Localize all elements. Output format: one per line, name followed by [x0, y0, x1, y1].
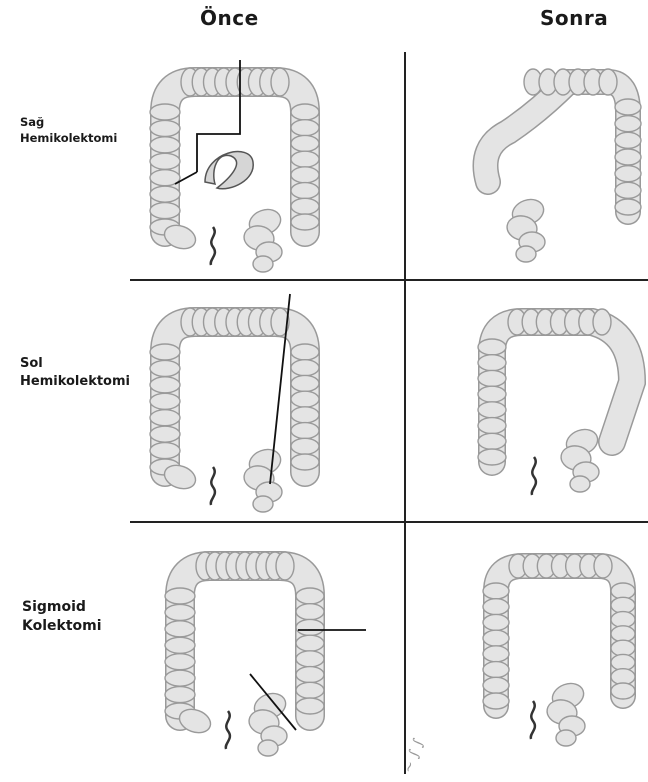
colon-illustration-before-right-hemicolectomy	[135, 52, 375, 262]
grid-divider-vertical	[404, 52, 406, 774]
colon-before-full	[150, 308, 319, 512]
colon-illustration-before-left-hemicolectomy	[135, 292, 375, 502]
grid-divider-horizontal	[130, 521, 648, 523]
column-header-before: Önce	[200, 6, 259, 30]
colon-after-left	[478, 309, 632, 495]
column-header-after: Sonra	[540, 6, 608, 30]
row-label-right-hemicolectomy: Sağ Hemikolektomi	[20, 114, 117, 146]
row-label-line: Kolektomi	[22, 617, 102, 636]
row-label-line: Hemikolektomi	[20, 130, 117, 146]
colon-illustration-after-sigmoid-colectomy	[468, 536, 648, 746]
colon-illustration-after-left-hemicolectomy	[462, 292, 648, 502]
row-label-line: Sol	[20, 355, 130, 373]
row-label-line: Hemikolektomi	[20, 373, 130, 391]
row-label-left-hemicolectomy: Sol Hemikolektomi	[20, 355, 130, 391]
colon-after-sigmoid	[483, 554, 635, 746]
terminal-ileum-loop	[205, 152, 253, 189]
colon-illustration-after-right-hemicolectomy	[468, 52, 648, 262]
colon-before-full	[165, 552, 324, 756]
colon-illustration-before-sigmoid-colectomy	[150, 536, 380, 746]
colon-after-right	[486, 69, 642, 262]
row-label-sigmoid-colectomy: Sigmoid Kolektomi	[22, 598, 102, 636]
row-label-line: Sağ	[20, 114, 117, 130]
row-label-line: Sigmoid	[22, 598, 102, 617]
grid-divider-horizontal	[130, 279, 648, 281]
